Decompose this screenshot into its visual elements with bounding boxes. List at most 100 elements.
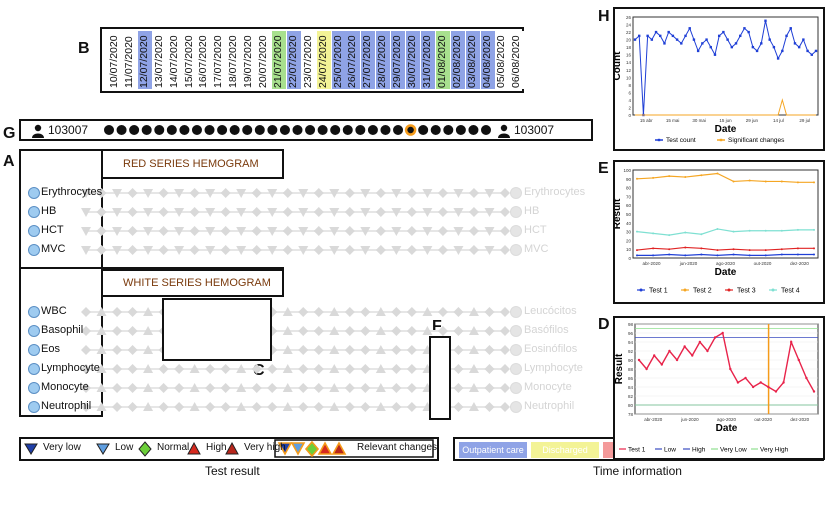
result-marker — [329, 345, 340, 354]
result-marker — [360, 326, 371, 336]
row-select-circle[interactable] — [28, 325, 40, 337]
result-marker — [236, 227, 247, 236]
date-cell[interactable]: 25/07/2020 — [331, 31, 346, 89]
result-marker — [484, 345, 495, 355]
result-marker — [406, 207, 417, 217]
row-end-circle — [510, 325, 522, 337]
result-marker — [205, 189, 216, 198]
date-cell[interactable]: 29/07/2020 — [391, 31, 406, 89]
data-point — [732, 253, 735, 256]
y-tick-label: 6 — [628, 90, 631, 95]
result-marker — [360, 364, 371, 374]
x-tick-label: ago-2020 — [716, 261, 736, 266]
date-cell[interactable]: 30/07/2020 — [406, 31, 420, 89]
y-tick-label: 80 — [628, 403, 634, 408]
result-marker — [313, 326, 324, 336]
date-cell[interactable]: 01/08/2020 — [435, 31, 450, 89]
patient-event-dot — [179, 125, 190, 135]
result-marker — [112, 326, 123, 336]
date-cell[interactable]: 18/07/2020 — [227, 31, 242, 89]
result-marker — [344, 383, 355, 393]
row-select-circle[interactable] — [28, 344, 40, 356]
row-right-label: Basófilos — [524, 324, 569, 336]
result-marker — [406, 226, 417, 236]
date-cell[interactable]: 16/07/2020 — [197, 31, 212, 89]
data-point — [764, 229, 767, 232]
result-marker — [468, 402, 479, 411]
result-marker — [236, 383, 247, 392]
date-cell[interactable]: 06/08/2020 — [510, 31, 525, 89]
row-select-circle[interactable] — [28, 206, 40, 218]
row-select-circle[interactable] — [28, 363, 40, 375]
row-select-circle[interactable] — [28, 306, 40, 318]
date-cell[interactable]: 02/08/2020 — [450, 31, 465, 89]
panel-letter-a: A — [3, 153, 15, 170]
result-marker — [344, 402, 355, 412]
date-cell[interactable]: 05/08/2020 — [495, 31, 510, 89]
result-marker — [329, 383, 340, 392]
result-marker — [158, 245, 169, 255]
date-cell[interactable]: 23/07/2020 — [301, 31, 316, 89]
date-cell[interactable]: 20/07/2020 — [257, 31, 271, 89]
result-marker — [484, 383, 495, 393]
data-point — [748, 249, 751, 252]
row-select-circle[interactable] — [28, 401, 40, 413]
date-cell[interactable]: 10/07/2020 — [108, 31, 122, 89]
row-select-circle[interactable] — [28, 225, 40, 237]
data-point — [716, 227, 719, 230]
date-cell[interactable]: 19/07/2020 — [242, 31, 257, 89]
result-marker — [189, 383, 200, 392]
result-marker — [344, 307, 355, 317]
red-series-divider — [101, 177, 103, 269]
data-point — [668, 349, 671, 353]
legend-marker-4 — [225, 441, 239, 455]
row-right-label: Leucócitos — [524, 305, 577, 317]
result-marker — [422, 326, 433, 335]
row-right-label: Erythrocytes — [524, 186, 586, 198]
data-point — [736, 381, 740, 384]
panel-letter-d: D — [598, 316, 610, 333]
data-point — [780, 253, 783, 256]
date-cell[interactable]: 15/07/2020 — [182, 31, 197, 89]
row-select-circle[interactable] — [28, 187, 40, 199]
patient-event-dot — [204, 125, 215, 135]
result-marker — [453, 227, 464, 236]
row-right-label: Neutrophil — [524, 400, 575, 412]
date-cell[interactable]: 22/07/2020 — [286, 31, 301, 89]
row-select-circle[interactable] — [28, 244, 40, 256]
date-cell[interactable]: 12/07/2020 — [137, 31, 152, 89]
patient-event-dot — [418, 125, 429, 135]
row-select-circle[interactable] — [28, 382, 40, 394]
date-cell[interactable]: 13/07/2020 — [152, 31, 167, 89]
data-point — [721, 331, 724, 335]
date-cell[interactable]: 17/07/2020 — [212, 31, 227, 89]
date-cell[interactable]: 27/07/2020 — [361, 31, 376, 89]
result-marker — [500, 245, 510, 255]
date-cell[interactable]: 28/07/2020 — [376, 31, 391, 89]
date-cell[interactable]: 04/08/2020 — [480, 31, 495, 89]
date-cell[interactable]: 31/07/2020 — [420, 31, 435, 89]
result-marker — [391, 208, 402, 217]
x-tick-label: jun-2020 — [679, 261, 698, 266]
grid-left-border — [19, 149, 21, 417]
result-marker — [298, 383, 309, 393]
date-cell[interactable]: 14/07/2020 — [167, 31, 182, 89]
date-cell[interactable]: 11/07/2020 — [122, 31, 137, 89]
row-right-label: MVC — [524, 243, 549, 255]
result-marker — [251, 226, 262, 236]
date-cell[interactable]: 03/08/2020 — [465, 31, 480, 89]
result-marker — [189, 188, 200, 198]
result-marker — [127, 402, 138, 412]
result-marker — [344, 207, 355, 217]
result-marker — [500, 207, 510, 217]
date-cell[interactable]: 24/07/2020 — [316, 31, 331, 89]
result-marker — [468, 364, 479, 373]
date-cell[interactable]: 21/07/2020 — [271, 31, 286, 89]
data-point — [705, 38, 708, 41]
patient-event-dot — [217, 125, 228, 135]
date-cell[interactable]: 26/07/2020 — [346, 31, 361, 89]
result-marker — [282, 345, 293, 354]
result-marker — [375, 402, 386, 411]
